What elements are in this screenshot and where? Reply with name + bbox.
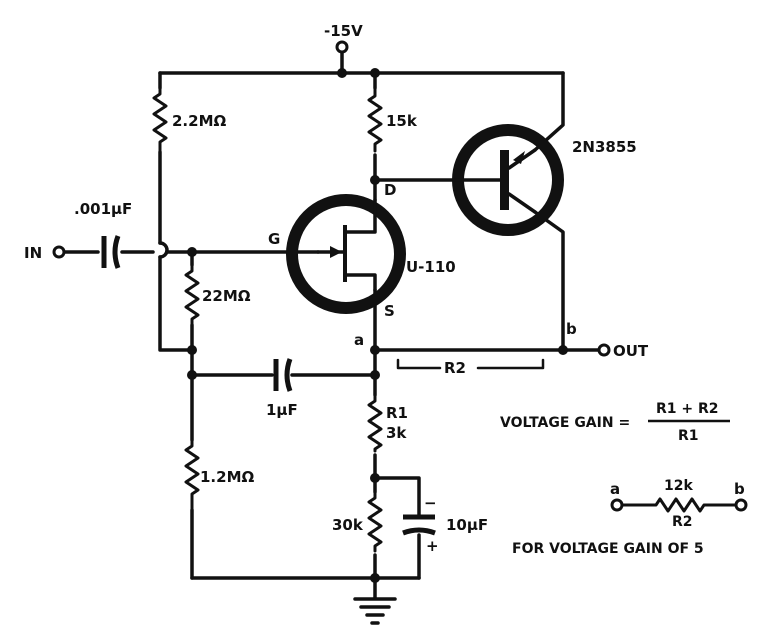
- r-2-2m-label: 2.2MΩ: [172, 112, 226, 130]
- resistor-2-2m: [152, 86, 168, 154]
- fet-transistor: [286, 194, 406, 314]
- example-value: 12k: [664, 478, 693, 494]
- resistor-22m: [184, 263, 200, 327]
- r-22m-label: 22MΩ: [202, 287, 251, 305]
- supply-label: -15V: [324, 22, 363, 40]
- input-terminal: [52, 245, 66, 259]
- r2-label: R2: [444, 359, 466, 377]
- resistor-30k: [367, 490, 383, 553]
- bjt-label: 2N3855: [572, 138, 637, 156]
- example-node-b: b: [734, 480, 745, 498]
- input-label: IN: [24, 244, 42, 262]
- supply-terminal: [335, 40, 349, 54]
- c-1uf-label: 1μF: [266, 401, 298, 419]
- output-terminal: [597, 343, 611, 357]
- formula-numerator: R1 + R2: [656, 401, 719, 417]
- node-b-label: b: [566, 320, 577, 338]
- fet-label: U-110: [406, 258, 456, 276]
- bjt-transistor: [452, 124, 564, 236]
- example-name: R2: [672, 514, 693, 530]
- example-caption: FOR VOLTAGE GAIN OF 5: [512, 541, 704, 557]
- cap-plus-label: +: [426, 537, 439, 555]
- capacitor-1uf: [273, 358, 293, 392]
- r1-name-label: R1: [386, 404, 408, 422]
- r1-value-label: 3k: [386, 424, 407, 442]
- output-label: OUT: [613, 342, 649, 360]
- example-resistor-r2: [610, 497, 748, 513]
- r-1-2m-label: 1.2MΩ: [200, 468, 254, 486]
- formula-prefix: VOLTAGE GAIN =: [500, 415, 630, 431]
- formula-denominator: R1: [678, 428, 699, 444]
- source-label: S: [384, 302, 395, 320]
- labels: -15V IN OUT .001μF 2.2MΩ 22MΩ 1.2MΩ 1μF …: [24, 22, 745, 557]
- node-a-label: a: [354, 331, 364, 349]
- example-node-a: a: [610, 480, 620, 498]
- cap-minus-label: −: [424, 494, 437, 512]
- capacitor-input: [101, 235, 121, 269]
- r-15k-label: 15k: [386, 112, 418, 130]
- capacitor-10uf: [402, 514, 436, 536]
- r-30k-label: 30k: [332, 516, 364, 534]
- resistor-1-2m: [184, 438, 200, 512]
- c-in-label: .001μF: [74, 200, 132, 218]
- gate-label: G: [268, 230, 280, 248]
- ground-symbol: [353, 597, 397, 625]
- junction-dots: [187, 68, 568, 583]
- resistor-r1: [367, 393, 383, 453]
- resistor-15k: [367, 86, 383, 153]
- drain-label: D: [384, 181, 396, 199]
- c-10uf-label: 10μF: [446, 516, 488, 534]
